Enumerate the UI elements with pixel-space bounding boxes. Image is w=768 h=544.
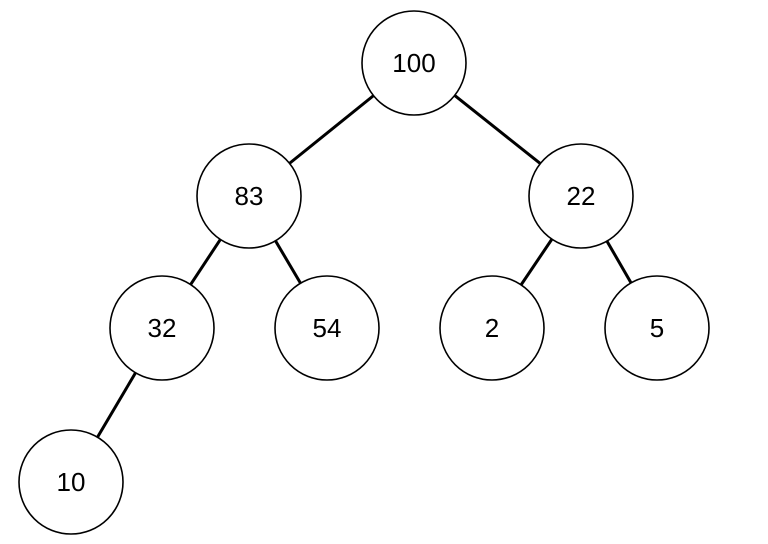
node-label: 2 [485,313,499,343]
node-label: 54 [313,313,342,343]
node-circle [18,429,124,535]
tree-node-10: 10 [18,429,124,535]
nodes-layer: 100 83 22 32 54 2 5 10 [18,10,710,535]
node-label: 32 [148,313,177,343]
tree-node-32: 32 [109,275,215,381]
node-circle [196,143,302,249]
tree-edge-100-22 [453,94,542,165]
tree-edge-32-10 [96,372,137,438]
node-label: 100 [392,48,435,78]
tree-edge-83-32 [189,238,222,286]
edges-layer [96,94,633,438]
node-circle [604,275,710,381]
node-circle [274,275,380,381]
tree-edge-22-5 [605,240,633,284]
tree-edge-22-2 [519,238,554,286]
node-label: 5 [650,313,664,343]
node-circle [439,275,545,381]
node-circle [109,275,215,381]
tree-node-54: 54 [274,275,380,381]
tree-node-83: 83 [196,143,302,249]
node-circle [361,10,467,116]
node-label: 10 [57,467,86,497]
tree-node-100: 100 [361,10,467,116]
tree-node-22: 22 [528,143,634,249]
node-label: 22 [567,181,596,211]
tree-edge-100-83 [288,94,375,165]
tree-node-2: 2 [439,275,545,381]
tree-edge-83-54 [274,240,302,284]
node-circle [528,143,634,249]
node-label: 83 [235,181,264,211]
tree-node-5: 5 [604,275,710,381]
